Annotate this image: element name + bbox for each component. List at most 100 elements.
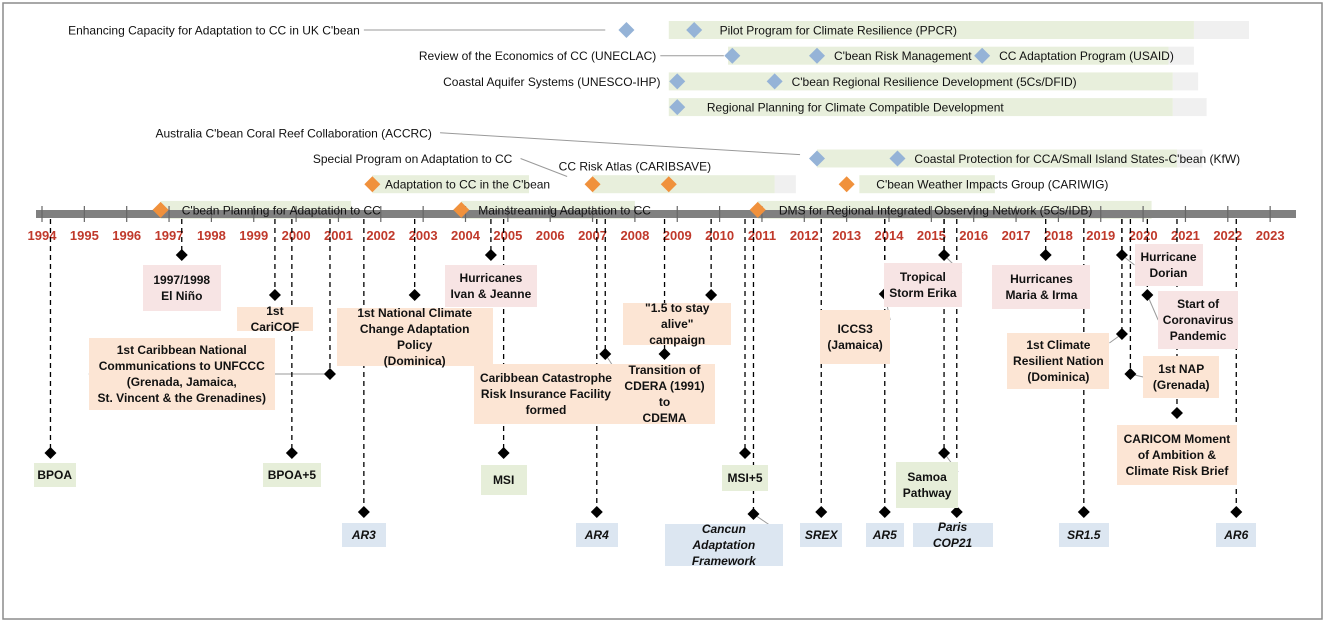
event-label-line: BPOA [37, 468, 73, 482]
event-label: AR4 [585, 527, 609, 543]
year-label: 2014 [875, 228, 905, 243]
event-label-line: Change Adaptation Policy [359, 322, 470, 352]
event-box-blue: AR4 [575, 523, 618, 547]
event-label-line: Samoa [907, 470, 947, 484]
event-marker [408, 289, 421, 301]
event-label-line: Tropical [899, 270, 946, 284]
program-diamond-blue [766, 73, 783, 90]
event-label-line: 1st CariCOF [250, 304, 300, 334]
year-label: 2015 [917, 228, 946, 243]
year-label: 2003 [409, 228, 438, 243]
program-diamond-orange [838, 176, 855, 193]
event-box-green: BPOA+5 [262, 463, 321, 487]
program-bar [668, 72, 792, 91]
program-diamond-blue [669, 73, 686, 90]
program-diamond-orange [453, 201, 470, 218]
event-box-green: MSI [480, 465, 527, 495]
program-label: Review of the Economics of CC (UNECLAC) [419, 49, 656, 63]
event-label-line: Storm Erika [889, 286, 957, 300]
event-marker [739, 447, 752, 459]
year-label: 2020 [1129, 228, 1158, 243]
year-label: 1997 [155, 228, 184, 243]
event-label-line: 1st NAP [1158, 362, 1205, 376]
event-label-line: 1997/1998 [153, 273, 211, 287]
year-label: 2001 [324, 228, 353, 243]
event-marker [878, 506, 891, 518]
event-label: MSI [493, 472, 514, 488]
event-box-pink: 1997/1998 El Niño [142, 265, 221, 311]
event-label-line: St. Vincent & the Grenadines) [97, 391, 266, 405]
program-label: Regional Planning for Climate Compatible… [707, 101, 1004, 115]
program-connector [440, 132, 801, 156]
event-marker [1230, 506, 1243, 518]
year-label: 2009 [663, 228, 692, 243]
year-label: 1996 [112, 228, 141, 243]
event-label-line: (Grenada) [1152, 378, 1210, 392]
event-label-line: campaign [649, 333, 706, 347]
program-label: Pilot Program for Climate Resilience (PP… [720, 24, 957, 38]
event-label-line: Risk Insurance Facility [480, 387, 611, 401]
event-marker [1124, 368, 1137, 380]
event-label: SR1.5 [1067, 527, 1100, 543]
event-label-line: formed [525, 403, 567, 417]
event-marker [323, 368, 336, 380]
program-label: Special Program on Adaptation to CC [313, 152, 513, 166]
event-label-line: CDEMA [642, 411, 687, 425]
year-label: 2022 [1213, 228, 1242, 243]
year-label: 2016 [959, 228, 988, 243]
year-label: 2021 [1171, 228, 1200, 243]
event-label-line: "1.5 to stay alive" [645, 301, 710, 331]
year-label: 2019 [1086, 228, 1115, 243]
event-label-line: AR4 [584, 528, 609, 542]
program-label-layer: Enhancing Capacity for Adaptation to CC … [68, 24, 1240, 218]
program-bar [668, 21, 1194, 39]
event-box-blue: SR1.5 [1058, 523, 1109, 547]
event-marker [747, 508, 760, 520]
program-bar [982, 46, 1169, 65]
event-marker [1115, 249, 1128, 261]
event-label-line: Pandemic [1169, 329, 1227, 343]
program-bar [783, 72, 1173, 91]
event-label-line: El Niño [161, 289, 203, 303]
event-label-line: MSI [492, 473, 515, 487]
event-box-blue: AR6 [1216, 523, 1257, 547]
event-label-line: (Dominica) [383, 354, 446, 368]
event-label-line: CARICOM Moment [1123, 432, 1231, 446]
program-label: C'bean Risk Management [834, 49, 972, 63]
event-label-line: Maria & Irma [1005, 288, 1078, 302]
event-box-orange: ICCS3(Jamaica) [820, 310, 891, 364]
program-bar-tail [774, 175, 796, 194]
event-label: AR3 [352, 527, 376, 543]
event-marker [938, 447, 951, 459]
program-bar [592, 175, 775, 194]
year-label: 2011 [748, 228, 776, 243]
event-label-line: Ivan & Jeanne [450, 287, 532, 301]
event-label-line: MSI+5 [727, 471, 763, 485]
program-marker-layer [152, 22, 991, 218]
year-label: 1999 [239, 228, 268, 243]
event-marker [497, 447, 510, 459]
event-marker [44, 447, 57, 459]
year-label: 2002 [366, 228, 395, 243]
event-label-line: Coronavirus [1162, 313, 1234, 327]
program-diamond-orange [584, 176, 601, 193]
program-bar [859, 175, 995, 194]
year-label: 2000 [282, 228, 311, 243]
